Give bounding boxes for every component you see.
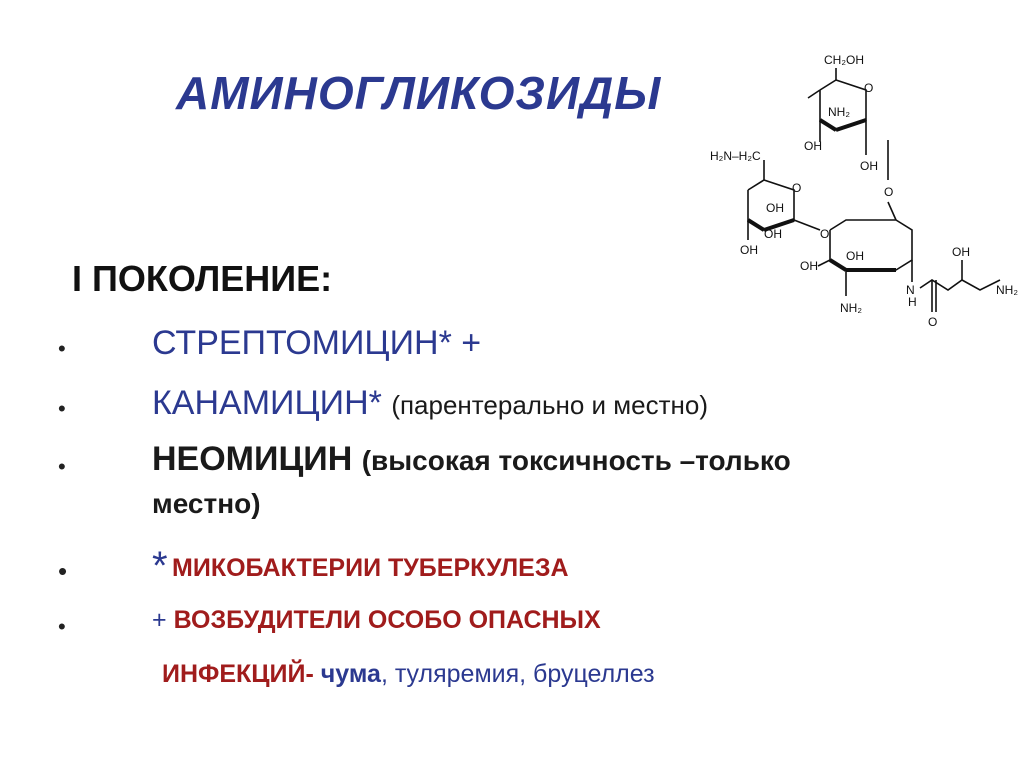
drug-name-streptomycin: СТРЕПТОМИЦИН* + bbox=[152, 324, 482, 362]
pathogen-text: МИКОБАКТЕРИИ ТУБЕРКУЛЕЗА bbox=[172, 554, 569, 582]
oxygen-label: O bbox=[792, 181, 801, 195]
list-item: НЕОМИЦИН (высокая токсичность –только bbox=[152, 440, 791, 479]
oh-label: OH bbox=[764, 227, 782, 241]
n-label: N bbox=[906, 283, 915, 297]
top-sugar-ring bbox=[807, 68, 867, 155]
plus-mark: + bbox=[152, 606, 167, 634]
page-title: АМИНОГЛИКОЗИДЫ bbox=[176, 67, 662, 119]
kanamycin-structure-diagram: CH₂OH O NH₂ OH OH O H₂N–H₂C O OH OH OH O… bbox=[710, 53, 1018, 329]
drug-note: (высокая токсичность –только bbox=[361, 445, 791, 476]
bullet: • bbox=[58, 556, 68, 586]
oh-label: OH bbox=[846, 249, 864, 263]
list-item-continued: ИНФЕКЦИЙ- чума, туляремия, бруцеллез bbox=[162, 660, 655, 689]
oh-label: OH bbox=[740, 243, 758, 257]
central-aminocyclitol-ring bbox=[817, 201, 913, 296]
bullet: • bbox=[58, 454, 66, 479]
oh-label: OH bbox=[952, 245, 970, 259]
oh-label: OH bbox=[766, 201, 784, 215]
disease-plague: чума bbox=[320, 660, 381, 688]
carbonyl-oxygen-label: O bbox=[928, 315, 937, 329]
bullet: • bbox=[58, 336, 66, 361]
nh2-label: NH₂ bbox=[840, 301, 862, 315]
drug-name-kanamycin: КАНАМИЦИН* bbox=[152, 384, 382, 422]
drug-note: (парентерально и местно) bbox=[391, 390, 709, 420]
section-heading: I ПОКОЛЕНИЕ: bbox=[72, 258, 333, 299]
star-mark: * bbox=[152, 544, 168, 588]
nh2-chain-label: NH₂ bbox=[996, 283, 1018, 297]
h2n-h2c-label: H₂N–H₂C bbox=[710, 149, 761, 163]
list-item: + ВОЗБУДИТЕЛИ ОСОБО ОПАСНЫХ bbox=[152, 606, 601, 635]
oh-label: OH bbox=[804, 139, 822, 153]
list-item: * МИКОБАКТЕРИИ ТУБЕРКУЛЕЗА bbox=[152, 544, 569, 589]
infection-label: ИНФЕКЦИЙ- bbox=[162, 660, 314, 688]
oxygen-label: O bbox=[864, 81, 873, 95]
oh-label: OH bbox=[800, 259, 818, 273]
left-sugar-ring bbox=[746, 160, 821, 240]
nh2-label: NH₂ bbox=[828, 105, 850, 119]
oh-label: OH bbox=[860, 159, 878, 173]
list-item: СТРЕПТОМИЦИН* + bbox=[152, 324, 481, 363]
drug-note-continued: местно) bbox=[152, 488, 261, 519]
list-item: КАНАМИЦИН* (парентерально и местно) bbox=[152, 384, 708, 423]
pathogen-text: ВОЗБУДИТЕЛИ ОСОБО ОПАСНЫХ bbox=[173, 606, 601, 634]
glycosidic-oxygen-label: O bbox=[884, 185, 893, 199]
bullet: • bbox=[58, 396, 66, 421]
drug-name-neomycin: НЕОМИЦИН bbox=[152, 440, 353, 478]
bullet: • bbox=[58, 614, 66, 639]
glycosidic-oxygen-label: O bbox=[820, 227, 829, 241]
ch2oh-label: CH₂OH bbox=[824, 53, 864, 67]
h-label: H bbox=[908, 295, 917, 309]
disease-list: , туляремия, бруцеллез bbox=[380, 660, 655, 688]
